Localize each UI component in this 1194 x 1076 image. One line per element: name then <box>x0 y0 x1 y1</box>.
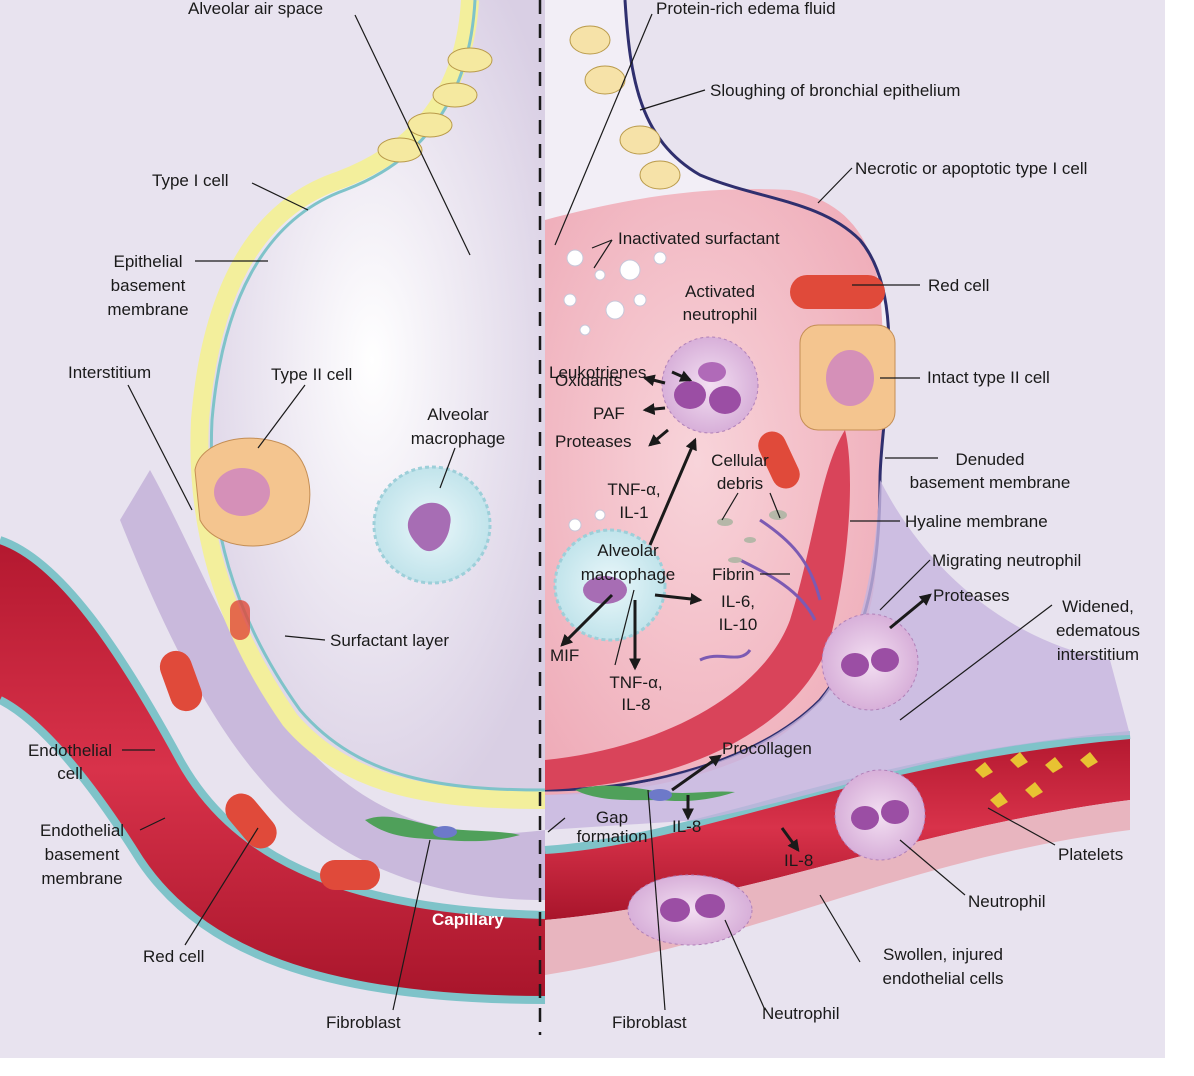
label-neutrophil-right: Neutrophil <box>968 892 1046 911</box>
endothelial-lining-left-bottom <box>0 696 546 1004</box>
label-intact-type-ii: Intact type II cell <box>927 368 1050 387</box>
label-endothelial-bm-2: basement <box>45 845 120 864</box>
label-paf: PAF <box>593 404 625 423</box>
surfactant-bubbles <box>563 249 667 532</box>
label-activated-neutrophil-2: neutrophil <box>683 305 758 324</box>
label-red-cell-right: Red cell <box>928 276 989 295</box>
neutrophil-capillary-right <box>834 769 926 861</box>
label-widened-1: Widened, <box>1062 597 1134 616</box>
label-fibrin: Fibrin <box>712 565 755 584</box>
label-endothelial-cell-1: Endothelial <box>28 741 112 760</box>
label-proteases-bottom: Proteases <box>933 586 1010 605</box>
label-cellular-debris-1: Cellular <box>711 451 769 470</box>
activated-neutrophil <box>661 336 759 434</box>
label-alveolar-macrophage-left-1: Alveolar <box>427 405 489 424</box>
label-gap-formation-2: formation <box>577 827 648 846</box>
label-alveolar-air-space: Alveolar air space <box>188 0 323 18</box>
cellular-debris <box>717 510 787 563</box>
label-cellular-debris-2: debris <box>717 474 763 493</box>
label-surfactant-layer: Surfactant layer <box>330 631 449 650</box>
label-type-ii-cell: Type II cell <box>271 365 352 384</box>
label-widened-3: interstitium <box>1057 645 1139 664</box>
macrophage-nucleus-left <box>407 502 451 552</box>
label-tnf-il8-1: TNF-α, <box>609 673 662 692</box>
label-procollagen: Procollagen <box>722 739 812 758</box>
label-fibroblast-left: Fibroblast <box>326 1013 401 1032</box>
label-tnf-il1-2: IL-1 <box>619 503 648 522</box>
label-swollen-1: Swollen, injured <box>883 945 1003 964</box>
label-epithelial-bm-1: Epithelial <box>114 252 183 271</box>
label-protein-rich-edema: Protein-rich edema fluid <box>656 0 836 18</box>
label-platelets: Platelets <box>1058 845 1123 864</box>
label-inactivated-surfactant: Inactivated surfactant <box>618 229 780 248</box>
label-endothelial-bm-3: membrane <box>41 869 122 888</box>
label-epithelial-bm-2: basement <box>111 276 186 295</box>
type-ii-cell-nucleus <box>214 468 270 516</box>
label-oxidants: Oxidants <box>555 371 622 390</box>
labels: Alveolar air space Protein-rich edema fl… <box>28 0 1140 1032</box>
leader-lines <box>122 13 1056 1011</box>
red-cell-edema-2 <box>758 431 800 489</box>
label-denuded-bm-2: basement membrane <box>910 473 1071 492</box>
platelets <box>975 752 1098 808</box>
label-epithelial-bm-3: membrane <box>107 300 188 319</box>
label-alveolar-macrophage-right-1: Alveolar <box>597 541 659 560</box>
label-swollen-2: endothelial cells <box>883 969 1004 988</box>
bottom-margin <box>0 1058 1194 1076</box>
label-widened-2: edematous <box>1056 621 1140 640</box>
label-type-i-cell: Type I cell <box>152 171 229 190</box>
label-il6-il10-1: IL-6, <box>721 592 755 611</box>
label-sloughing: Sloughing of bronchial epithelium <box>710 81 960 100</box>
hyaline-membrane <box>545 430 850 790</box>
label-endothelial-bm-1: Endothelial <box>40 821 124 840</box>
label-migrating-neutrophil: Migrating neutrophil <box>932 551 1081 570</box>
label-hyaline-membrane: Hyaline membrane <box>905 512 1048 531</box>
label-leukotrienes: Leukotrienes <box>549 363 646 382</box>
fibrin-strands <box>699 518 822 662</box>
label-activated-neutrophil-1: Activated <box>685 282 755 301</box>
red-cell-edema-1 <box>790 275 885 309</box>
label-neutrophil-bottom: Neutrophil <box>762 1004 840 1023</box>
bronchial-epithelium-cells <box>377 25 681 190</box>
label-gap-formation-1: Gap <box>596 808 628 827</box>
migrating-neutrophil <box>821 613 919 711</box>
endothelial-lining-left-top <box>0 536 546 919</box>
right-margin <box>1165 0 1194 1076</box>
label-tnf-il1-1: TNF-α, <box>607 480 660 499</box>
label-alveolar-macrophage-left-2: macrophage <box>411 429 506 448</box>
label-proteases-top: Proteases <box>555 432 632 451</box>
capillary-left <box>0 540 545 1000</box>
label-alveolar-macrophage-right-2: macrophage <box>581 565 676 584</box>
label-interstitium: Interstitium <box>68 363 151 382</box>
red-cells-capillary-left <box>159 600 380 890</box>
mediator-arrows <box>560 370 932 852</box>
interstitium-band-left <box>120 470 545 900</box>
alveolus-left <box>199 0 545 800</box>
label-red-cell-left: Red cell <box>143 947 204 966</box>
widened-interstitium <box>545 480 1130 830</box>
label-il8-b: IL-8 <box>784 851 813 870</box>
label-tnf-il8-2: IL-8 <box>621 695 650 714</box>
label-mif: MIF <box>550 646 579 665</box>
label-endothelial-cell-2: cell <box>57 764 83 783</box>
label-necrotic-type-i: Necrotic or apoptotic type I cell <box>855 159 1087 178</box>
label-denuded-bm-1: Denuded <box>955 450 1024 469</box>
label-capillary: Capillary <box>432 910 504 929</box>
label-il8-a: IL-8 <box>672 817 701 836</box>
label-fibroblast-right: Fibroblast <box>612 1013 687 1032</box>
label-il6-il10-2: IL-10 <box>719 615 758 634</box>
